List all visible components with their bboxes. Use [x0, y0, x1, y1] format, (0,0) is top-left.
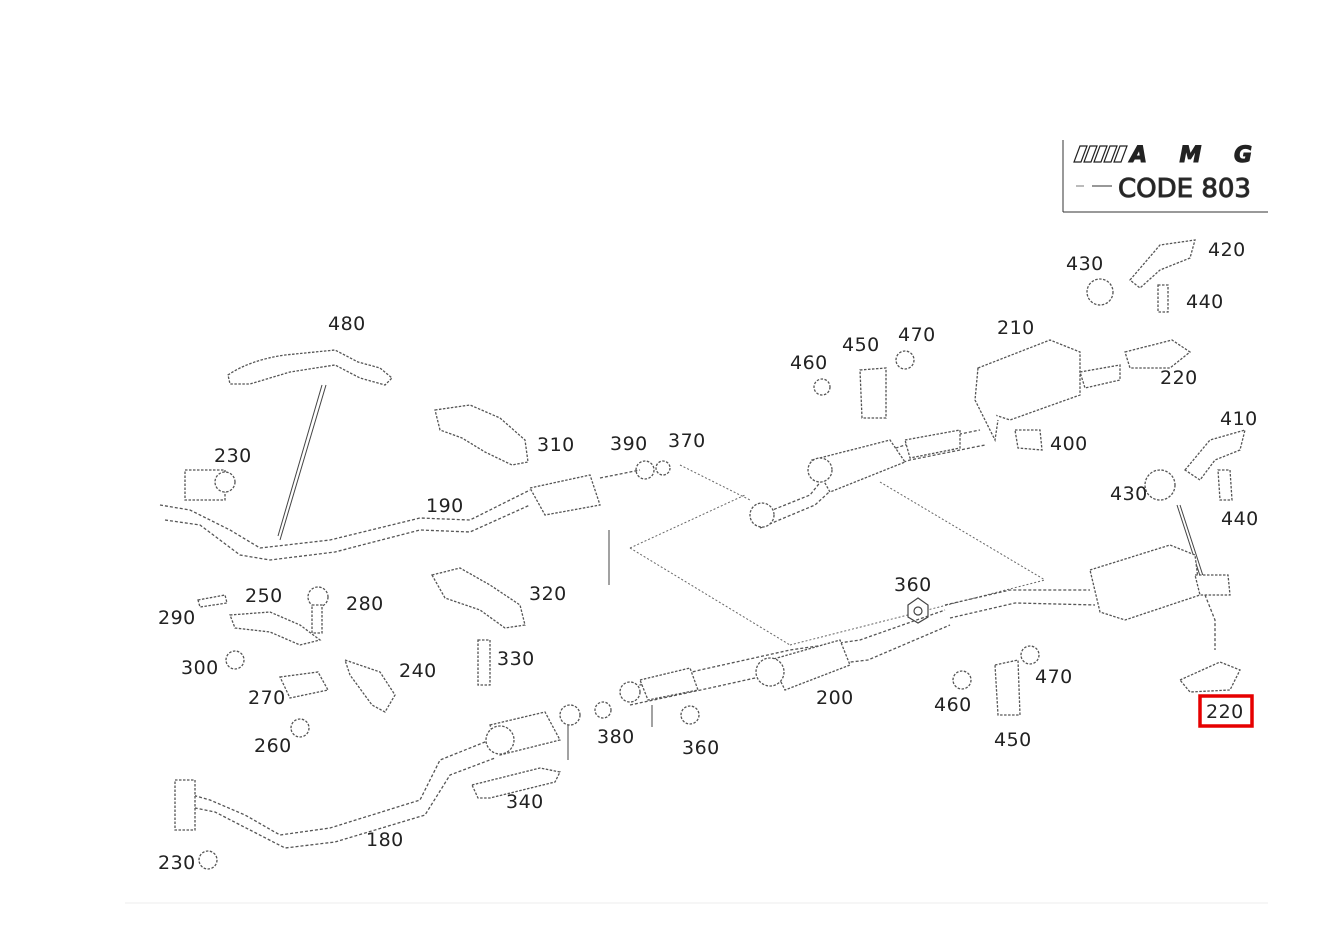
- part-rear-muffler-lower: [944, 544, 1231, 650]
- part-360-nut-upper: [907, 597, 929, 624]
- part-label[interactable]: 390: [610, 433, 648, 455]
- part-label[interactable]: 330: [497, 648, 535, 670]
- part-label[interactable]: 450: [994, 729, 1032, 751]
- part-label[interactable]: 250: [245, 585, 283, 607]
- part-480-oxygen-sensor: [227, 349, 393, 386]
- amg-logo-text: AMG: [1128, 143, 1252, 168]
- part-label[interactable]: 460: [790, 352, 828, 374]
- part-230-gasket-lower: [198, 850, 218, 870]
- part-labels: 480 230 310 390 370 460 450 470 210 220 …: [158, 239, 1259, 874]
- part-220-tailpipe-upper: [1124, 339, 1192, 369]
- part-label[interactable]: 300: [181, 657, 219, 679]
- part-label-selected[interactable]: 220: [1206, 701, 1244, 723]
- part-label[interactable]: 310: [537, 434, 575, 456]
- part-label[interactable]: 200: [816, 687, 854, 709]
- part-220-tailpipe-lower: [1178, 661, 1241, 693]
- part-label[interactable]: 280: [346, 593, 384, 615]
- leader-lines: [277, 384, 1207, 760]
- amg-logo: AMG CODE 803: [1062, 140, 1268, 213]
- part-hardware-cluster: [197, 586, 396, 738]
- part-410-bracket: [1144, 429, 1246, 501]
- part-label[interactable]: 240: [399, 660, 437, 682]
- part-label[interactable]: 230: [214, 445, 252, 467]
- part-200-center-pipe: [619, 609, 951, 706]
- amg-stripes-icon: [1073, 145, 1128, 163]
- part-450-hanger: [813, 350, 915, 419]
- part-label[interactable]: 340: [506, 791, 544, 813]
- exhaust-components: [159, 239, 1246, 870]
- part-label[interactable]: 470: [898, 324, 936, 346]
- part-label[interactable]: 220: [1160, 367, 1198, 389]
- part-label[interactable]: 380: [597, 726, 635, 748]
- part-label[interactable]: 320: [529, 583, 567, 605]
- option-code-label: CODE 803: [1118, 174, 1251, 204]
- part-400-bracket: [1014, 429, 1043, 451]
- part-180-front-pipe: [174, 704, 581, 849]
- part-label[interactable]: 400: [1050, 433, 1088, 455]
- part-210-rear-muffler: [974, 339, 1121, 443]
- part-340-sensor: [471, 767, 561, 799]
- part-label[interactable]: 270: [248, 687, 286, 709]
- part-label[interactable]: 420: [1208, 239, 1246, 261]
- part-label[interactable]: 480: [328, 313, 366, 335]
- part-420-bracket: [1086, 239, 1196, 313]
- part-label[interactable]: 460: [934, 694, 972, 716]
- part-320-heat-shield: [431, 567, 526, 686]
- part-label[interactable]: 430: [1066, 253, 1104, 275]
- part-label[interactable]: 290: [158, 607, 196, 629]
- part-label[interactable]: 430: [1110, 483, 1148, 505]
- part-label[interactable]: 180: [366, 829, 404, 851]
- part-label[interactable]: 190: [426, 495, 464, 517]
- part-label[interactable]: 360: [682, 737, 720, 759]
- part-label[interactable]: 440: [1221, 508, 1259, 530]
- part-390-clamp: [599, 460, 671, 480]
- part-310-heat-shield: [434, 404, 529, 466]
- part-450-hanger-lower: [952, 645, 1040, 716]
- part-380-clamp: [594, 701, 700, 725]
- part-label[interactable]: 410: [1220, 408, 1258, 430]
- selected-part-highlight: [1198, 694, 1254, 728]
- part-label[interactable]: 440: [1186, 291, 1224, 313]
- part-label[interactable]: 230: [158, 852, 196, 874]
- part-label[interactable]: 360: [894, 574, 932, 596]
- part-230-gasket-upper: [214, 471, 236, 493]
- part-label[interactable]: 470: [1035, 666, 1073, 688]
- part-label[interactable]: 260: [254, 735, 292, 757]
- part-label[interactable]: 450: [842, 334, 880, 356]
- part-center-pipe-upper: [749, 429, 986, 529]
- part-label[interactable]: 210: [997, 317, 1035, 339]
- part-label[interactable]: 370: [668, 430, 706, 452]
